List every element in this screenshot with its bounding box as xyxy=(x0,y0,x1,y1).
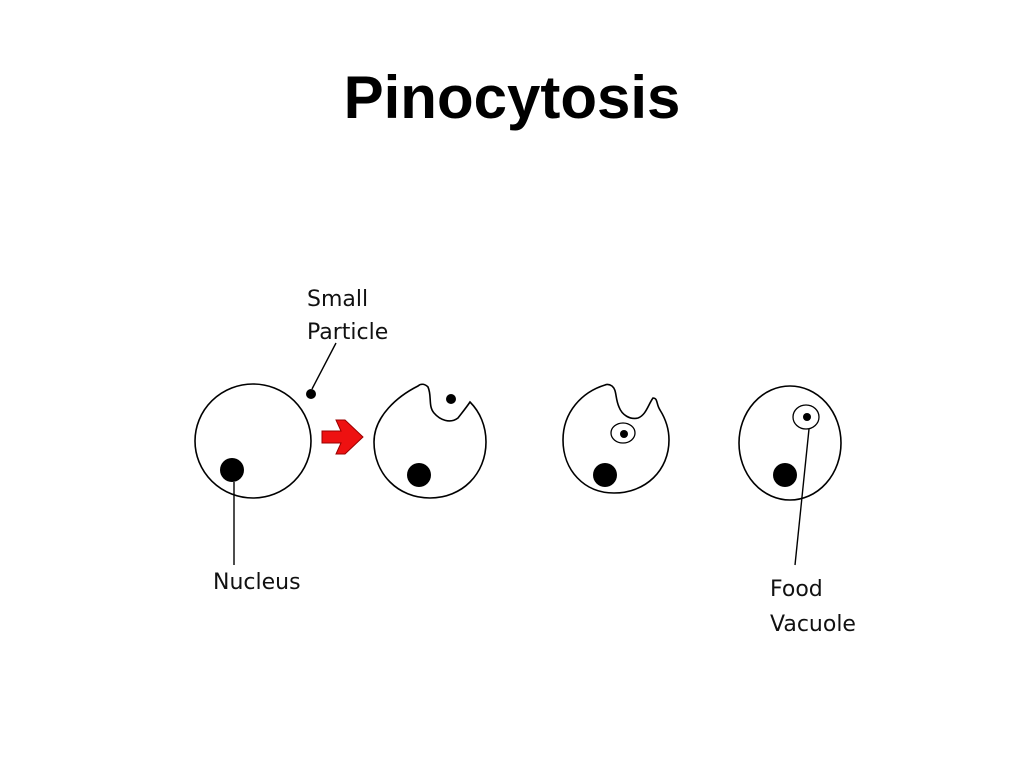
vesicle xyxy=(610,422,636,444)
nucleus xyxy=(593,463,617,487)
nucleus xyxy=(220,458,244,482)
small-particle xyxy=(803,413,811,421)
nucleus-label: Nucleus xyxy=(213,570,301,595)
cell-membrane xyxy=(562,383,670,494)
cell-stage-4 xyxy=(738,385,842,566)
nucleus xyxy=(407,463,431,487)
food-vacuole-label-line2: Vacuole xyxy=(770,612,856,637)
food-vacuole-label-line1: Food xyxy=(770,577,823,602)
vacuole-pointer-line xyxy=(794,428,810,566)
cell-membrane xyxy=(194,383,312,499)
cell-stage-1 xyxy=(194,342,337,565)
small-particle xyxy=(620,430,628,438)
small-particle-label-line1: Small xyxy=(307,287,368,312)
cell-stage-2 xyxy=(373,383,487,499)
small-particle xyxy=(306,389,316,399)
cell-stage-3 xyxy=(562,383,670,494)
cell-membrane xyxy=(373,383,487,499)
right-arrow-icon xyxy=(321,419,364,455)
slide-title: Pinocytosis xyxy=(343,64,681,131)
small-particle xyxy=(446,394,456,404)
particle-pointer-line xyxy=(311,342,337,390)
nucleus xyxy=(773,463,797,487)
food-vacuole xyxy=(792,404,820,430)
cell-membrane xyxy=(738,385,842,501)
small-particle-label-line2: Particle xyxy=(307,320,388,345)
